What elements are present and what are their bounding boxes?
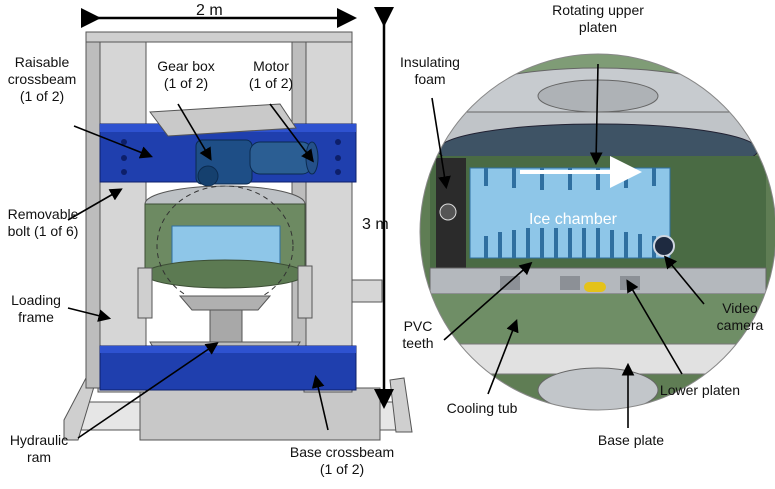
left-column <box>97 31 147 393</box>
leader-lines <box>67 63 705 439</box>
ice-chamber-label: Ice chamber <box>528 211 618 228</box>
width-dimension-label: 2 m <box>196 2 223 19</box>
base-plate-left-drawing <box>139 387 381 441</box>
video-camera-drawing <box>653 235 675 257</box>
base-crossbeam-label: Base crossbeam(1 of 2) <box>289 444 395 477</box>
gear-box-label: Gear box(1 of 2) <box>157 58 215 91</box>
right-column <box>303 31 353 393</box>
base-plate-label: Base plate <box>597 432 665 448</box>
loading-frame-drawing <box>63 31 413 441</box>
hydraulic-ram-drawing <box>209 309 243 347</box>
lower-platen-label: Lower platen <box>659 382 741 398</box>
motor-label: Motor(1 of 2) <box>248 58 294 91</box>
height-dimension-label: 3 m <box>362 216 389 233</box>
cooling-tub-label: Cooling tub <box>446 400 518 416</box>
